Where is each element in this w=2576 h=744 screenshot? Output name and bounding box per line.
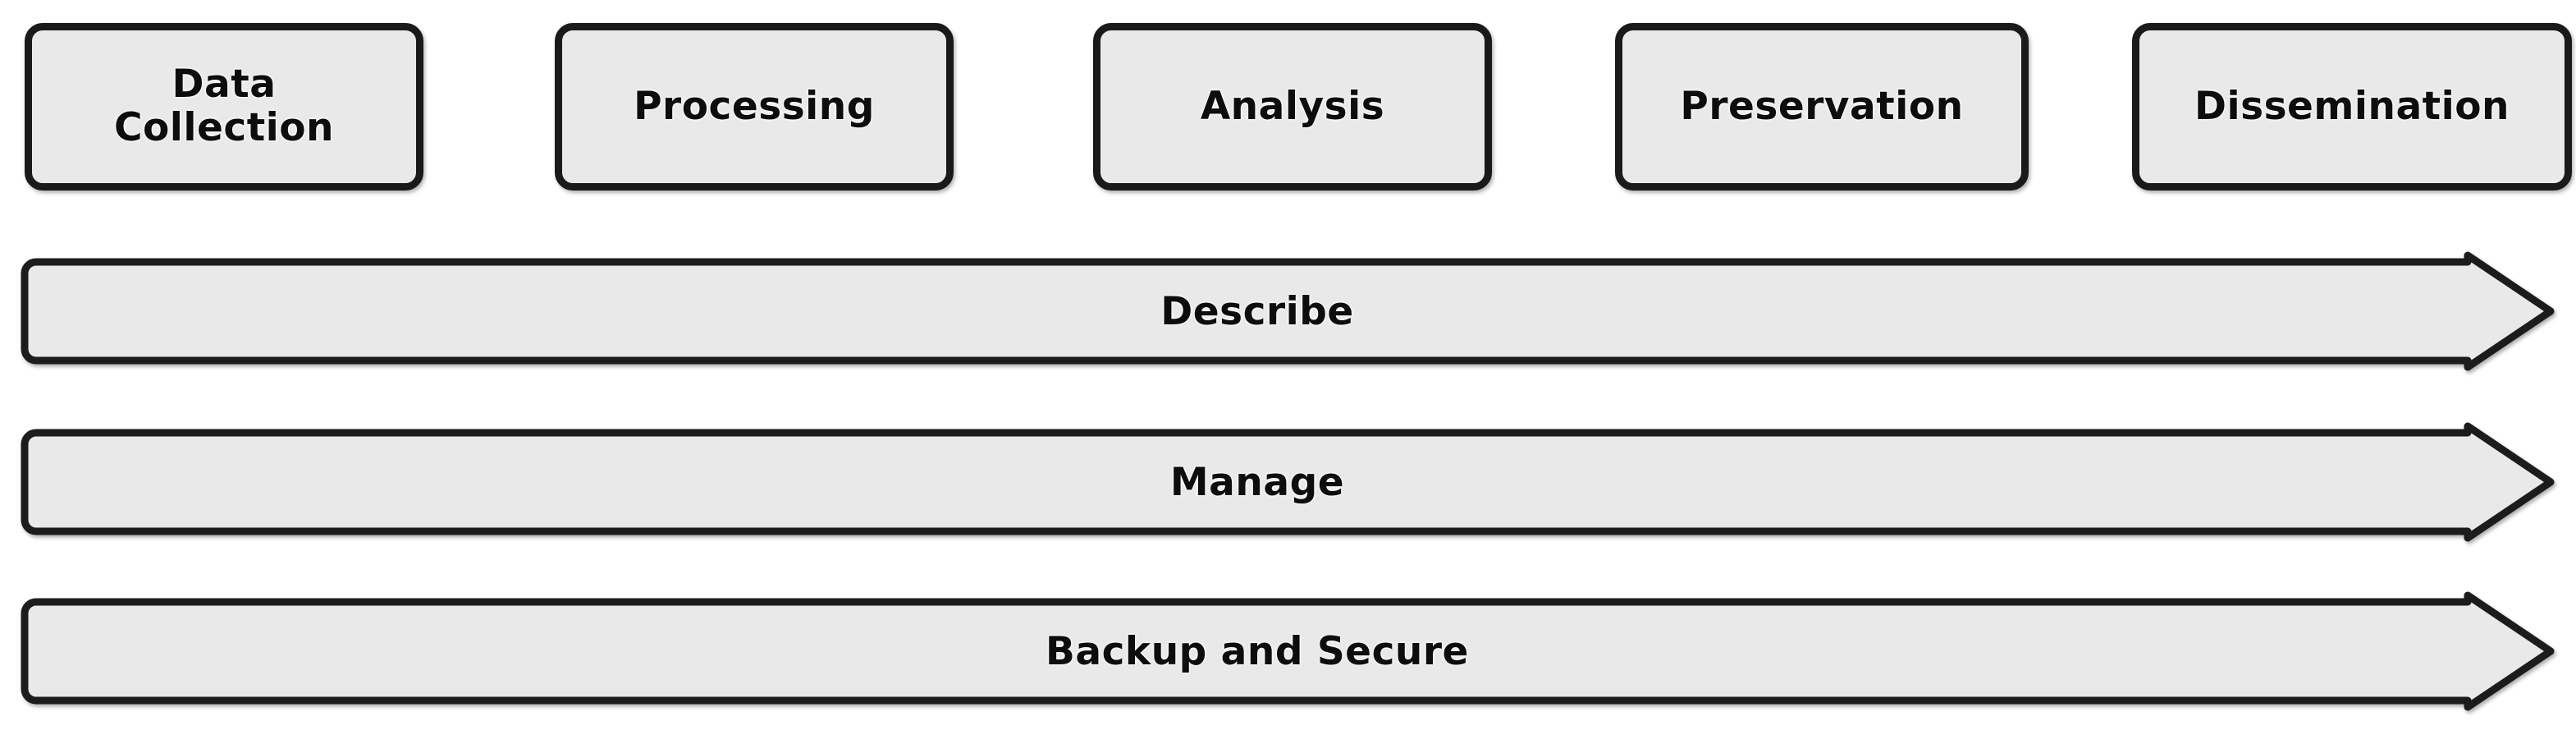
stage-box-preservation[interactable]: Preservation bbox=[1615, 23, 2029, 191]
stage-label-data-collection: Data Collection bbox=[113, 62, 335, 150]
stage-label-processing: Processing bbox=[634, 83, 875, 129]
arrow-shape-manage bbox=[21, 422, 2555, 542]
stage-box-dissemination[interactable]: Dissemination bbox=[2132, 23, 2572, 191]
stage-label-dissemination: Dissemination bbox=[2194, 83, 2510, 129]
arrow-band-describe[interactable]: Describe bbox=[18, 250, 2560, 372]
stage-box-processing[interactable]: Processing bbox=[555, 23, 954, 191]
stage-label-preservation: Preservation bbox=[1680, 83, 1964, 129]
arrow-shape-backup-and-secure bbox=[21, 591, 2555, 711]
arrow-band-backup-and-secure[interactable]: Backup and Secure bbox=[18, 590, 2560, 712]
stage-row: Data Collection Processing Analysis Pres… bbox=[0, 0, 2576, 191]
stage-box-analysis[interactable]: Analysis bbox=[1093, 23, 1492, 191]
arrow-band-manage[interactable]: Manage bbox=[18, 421, 2560, 543]
arrow-shape-describe bbox=[21, 251, 2555, 371]
stage-label-analysis: Analysis bbox=[1200, 83, 1385, 129]
stage-box-data-collection[interactable]: Data Collection bbox=[25, 23, 423, 191]
